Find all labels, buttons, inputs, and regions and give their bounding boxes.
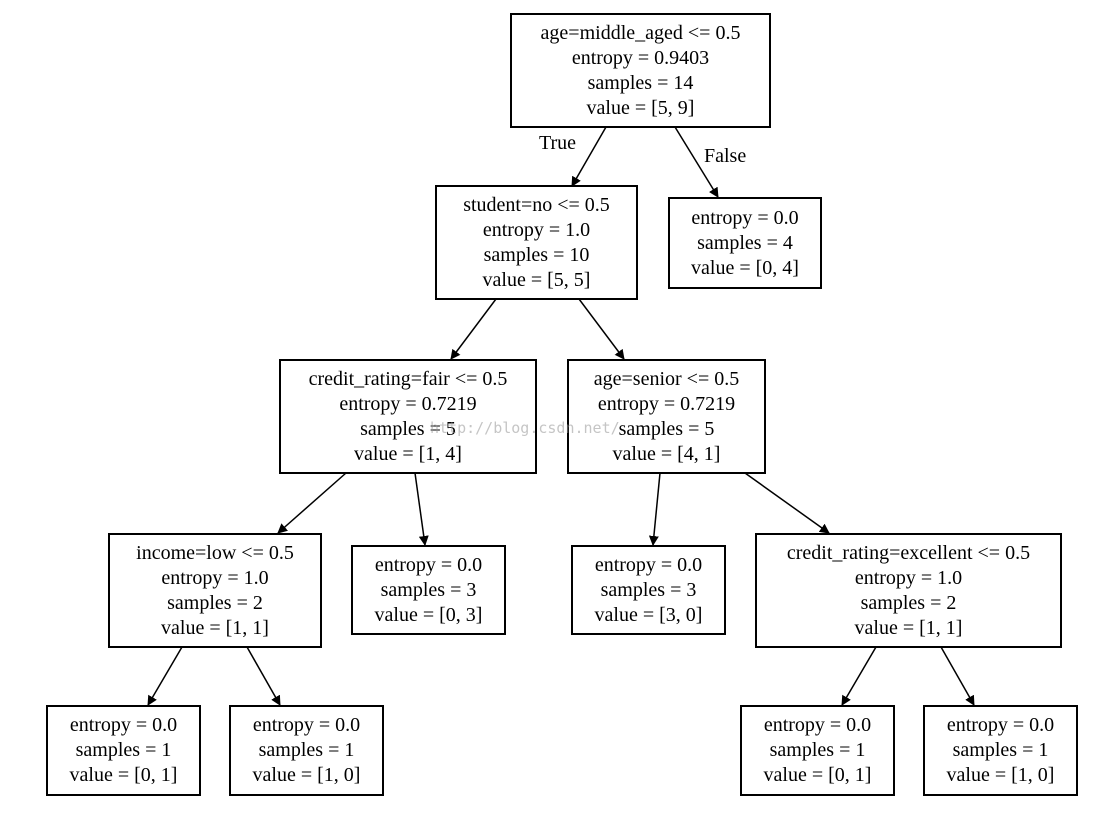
node-line: credit_rating=fair <= 0.5: [308, 367, 508, 390]
watermark-text: http://blog.csdn.net/: [430, 419, 620, 437]
node-line: samples = 1: [258, 739, 355, 761]
node-line: entropy = 0.0: [594, 553, 703, 576]
node-line: samples = 1: [769, 739, 866, 761]
node-line: age=senior <= 0.5: [593, 367, 740, 390]
node-income-low: income=low <= 0.5 entropy = 1.0 samples …: [108, 533, 322, 648]
node-line: entropy = 0.0: [374, 553, 483, 576]
edge-label-false: False: [704, 145, 747, 167]
node-student: student=no <= 0.5 entropy = 1.0 samples …: [435, 185, 638, 300]
node-leaf-il-left: entropy = 0.0 samples = 1 value = [0, 1]: [46, 705, 201, 796]
node-line: samples = 5: [618, 417, 715, 440]
node-line: value = [0, 1]: [763, 764, 872, 786]
node-line: value = [0, 3]: [374, 603, 483, 626]
node-line: value = [4, 1]: [612, 442, 721, 465]
edge-root-leaf: [674, 126, 719, 198]
node-line: samples = 10: [483, 243, 590, 266]
node-leaf-as-left: entropy = 0.0 samples = 3 value = [3, 0]: [571, 545, 726, 635]
node-line: value = [1, 0]: [252, 764, 361, 786]
node-line: credit_rating=excellent <= 0.5: [786, 541, 1031, 564]
node-line: samples = 5: [360, 417, 456, 440]
node-line: age=middle_aged <= 0.5: [540, 21, 741, 44]
node-line: student=no <= 0.5: [463, 193, 610, 216]
node-leaf-il-right: entropy = 0.0 samples = 1 value = [1, 0]: [229, 705, 384, 796]
node-line: samples = 1: [952, 739, 1049, 761]
edge-label-true: True: [539, 132, 577, 154]
node-line: samples = 14: [587, 71, 694, 94]
node-line: samples = 4: [697, 231, 793, 254]
node-line: value = [1, 0]: [946, 764, 1055, 786]
node-line: entropy = 0.9403: [571, 46, 710, 69]
node-line: entropy = 0.0: [69, 714, 178, 736]
node-line: samples = 3: [380, 578, 477, 601]
edge-student-credit-fair: [450, 298, 497, 360]
node-credit-fair: credit_rating=fair <= 0.5 entropy = 0.72…: [279, 359, 537, 474]
node-line: entropy = 1.0: [854, 566, 963, 589]
node-root: age=middle_aged <= 0.5 entropy = 0.9403 …: [510, 13, 771, 128]
node-line: entropy = 1.0: [482, 218, 591, 241]
edge-income-low-leaf-right: [246, 646, 281, 706]
edge-credit-exc-leaf-right: [940, 646, 975, 706]
node-line: samples = 2: [860, 591, 957, 614]
node-line: value = [1, 4]: [354, 442, 462, 465]
node-line: income=low <= 0.5: [136, 541, 294, 564]
node-line: value = [0, 1]: [69, 764, 178, 786]
node-line: entropy = 0.7219: [597, 392, 736, 415]
edge-credit-exc-leaf-left: [841, 646, 877, 706]
edge-credit-fair-leaf: [414, 472, 429, 546]
node-line: entropy = 0.7219: [339, 392, 477, 415]
node-leaf-cf-right: entropy = 0.0 samples = 3 value = [0, 3]: [351, 545, 506, 635]
node-line: entropy = 0.0: [691, 206, 799, 229]
node-line: value = [3, 0]: [594, 603, 703, 626]
edge-age-senior-leaf: [648, 472, 661, 546]
node-line: value = [1, 1]: [161, 616, 269, 639]
node-line: value = [0, 4]: [691, 256, 799, 279]
edge-income-low-leaf-left: [147, 646, 183, 706]
node-line: samples = 2: [167, 591, 263, 614]
edge-root-student: [571, 126, 607, 187]
node-line: value = [1, 1]: [854, 616, 963, 639]
node-line: entropy = 0.0: [763, 714, 872, 736]
node-line: entropy = 1.0: [161, 566, 269, 589]
node-credit-excellent: credit_rating=excellent <= 0.5 entropy =…: [755, 533, 1062, 648]
node-line: entropy = 0.0: [252, 714, 361, 736]
node-line: samples = 1: [75, 739, 172, 761]
edge-student-age-senior: [578, 298, 625, 360]
node-age-senior: age=senior <= 0.5 entropy = 0.7219 sampl…: [567, 359, 766, 474]
edge-credit-fair-income-low: [277, 472, 347, 534]
node-leaf-right-1: entropy = 0.0 samples = 4 value = [0, 4]: [668, 197, 822, 289]
node-line: entropy = 0.0: [946, 714, 1055, 736]
node-leaf-ce-right: entropy = 0.0 samples = 1 value = [1, 0]: [923, 705, 1078, 796]
node-line: value = [5, 9]: [586, 96, 695, 119]
node-line: value = [5, 5]: [482, 268, 591, 291]
node-line: samples = 3: [600, 578, 697, 601]
node-leaf-ce-left: entropy = 0.0 samples = 1 value = [0, 1]: [740, 705, 895, 796]
edge-age-senior-credit-exc: [744, 472, 830, 534]
